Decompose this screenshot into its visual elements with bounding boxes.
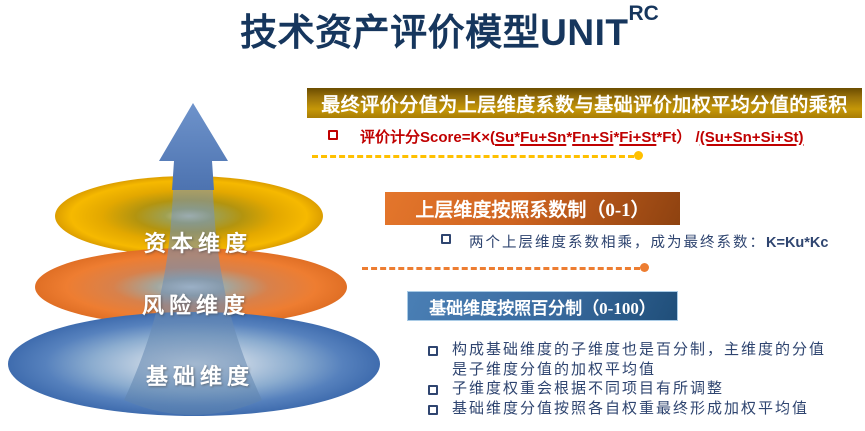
title-text: 技术资产评价模型UNIT — [240, 12, 629, 53]
checkbox-bullet-icon — [428, 404, 438, 415]
base-bullet-1: 构成基础维度的子维度也是百分制，主维度的分值是子维度分值的加权平均值 — [452, 342, 827, 378]
formula-segment: * — [613, 129, 620, 146]
formula-segment: *Ft） — [656, 129, 692, 146]
upper-dimension-header: 上层维度按照系数制（0-1） — [385, 192, 680, 225]
title-superscript: RC — [628, 2, 659, 26]
formula-segment: * — [566, 129, 573, 146]
upper-bullet-row: 两个上层维度系数相乘，成为最终系数：K=Ku*Kc — [441, 231, 828, 252]
connector-dot-icon — [640, 262, 649, 272]
base-bullet-3: 基础维度分值按照各自权重最终形成加权平均值 — [452, 400, 810, 417]
formula-segment: / — [691, 129, 700, 146]
connector-dot-icon — [634, 150, 643, 160]
dashed-line — [362, 267, 640, 270]
page-title: 技术资产评价模型UNITRC — [0, 2, 865, 56]
final-score-header: 最终评价分值为上层维度系数与基础评价加权平均分值的乘积 — [307, 88, 862, 118]
checkbox-bullet-icon — [428, 346, 438, 356]
formula-segment: * — [514, 129, 521, 146]
upper-bullet-cjk: 两个上层维度系数相乘，成为最终系数： — [469, 235, 766, 251]
pyramid-diagram: 资本维度 风险维度 基础维度 — [8, 103, 380, 416]
list-item: 基础维度分值按照各自权重最终形成加权平均值 — [428, 400, 834, 420]
connector-dot-icon — [627, 324, 636, 334]
base-bullet-2: 子维度权重会根据不同项目有所调整 — [452, 381, 725, 397]
dashed-line — [312, 155, 634, 158]
list-item: 构成基础维度的子维度也是百分制，主维度的分值是子维度分值的加权平均值 — [428, 341, 834, 380]
formula-segment: Fn+Si — [572, 129, 614, 146]
pyramid-label-risk: 风险维度 — [142, 293, 250, 318]
pyramid-label-capital: 资本维度 — [144, 231, 252, 256]
list-item: 子维度权重会根据不同项目有所调整 — [428, 380, 834, 400]
checkbox-bullet-icon — [328, 130, 338, 140]
formula-segment: (Su+Sn+Si+St) — [699, 129, 804, 146]
checkbox-bullet-icon — [441, 234, 451, 244]
formula-segment: Fi+St — [619, 129, 657, 146]
formula-text: 评价计分Score=K×(Su*Fu+Sn*Fn+Si*Fi+St*Ft） /(… — [360, 126, 804, 147]
formula-segment: Fu+Sn — [520, 129, 567, 146]
base-dimension-header: 基础维度按照百分制（0-100） — [407, 291, 678, 321]
formula-segment: 评价计分Score=K×( — [360, 129, 496, 146]
upper-bullet-text: 两个上层维度系数相乘，成为最终系数：K=Ku*Kc — [469, 231, 828, 252]
arrow-funnel — [124, 163, 262, 415]
formula-segment: Su — [495, 129, 515, 146]
up-arrow-icon — [159, 103, 228, 190]
formula-row: 评价计分Score=K×(Su*Fu+Sn*Fn+Si*Fi+St*Ft） /(… — [328, 126, 804, 147]
pyramid-label-base: 基础维度 — [146, 364, 254, 389]
upper-bullet-code: K=Ku*Kc — [766, 235, 829, 251]
checkbox-bullet-icon — [428, 385, 438, 395]
base-bullet-list: 构成基础维度的子维度也是百分制，主维度的分值是子维度分值的加权平均值 子维度权重… — [428, 341, 834, 419]
